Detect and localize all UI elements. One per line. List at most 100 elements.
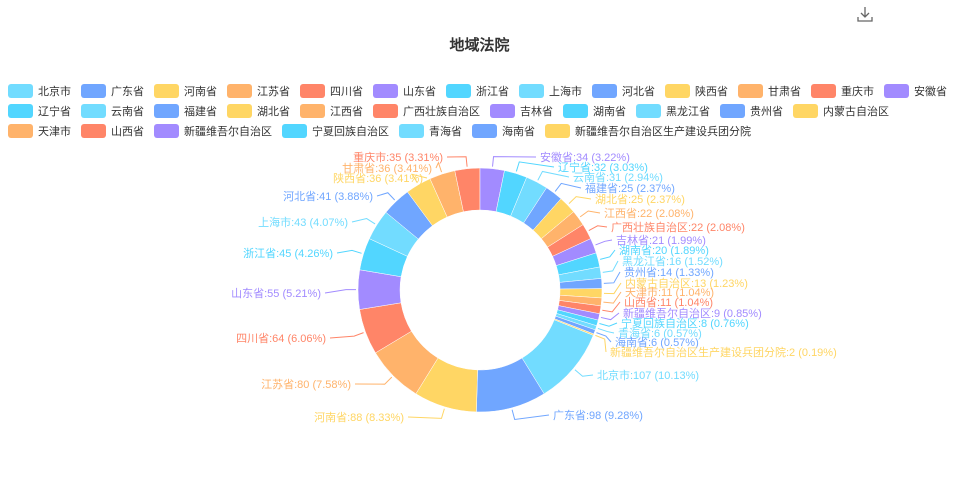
legend-item[interactable]: 新疆维吾尔自治区 <box>154 124 272 138</box>
legend-item[interactable]: 黑龙江省 <box>636 104 710 118</box>
legend-swatch <box>81 104 106 118</box>
legend: 北京市广东省河南省 江苏省 四川省 山东省浙江省 上海市 河北省 陕西省甘肃省重庆市 安徽省辽… <box>8 84 953 138</box>
label-line <box>600 249 616 260</box>
legend-item[interactable]: 新疆维吾尔自治区生产建设兵团分院 <box>545 124 751 138</box>
data-label: 宁夏回族自治区:8 (0.76%) <box>621 316 749 330</box>
legend-item[interactable]: 内蒙古自治区 <box>793 104 889 118</box>
legend-swatch <box>227 104 252 118</box>
legend-label: 青海省 <box>429 126 462 138</box>
data-label: 河南省:88 (8.33%) <box>314 411 404 424</box>
legend-item[interactable]: 辽宁省 <box>8 104 71 118</box>
legend-label: 云南省 <box>111 106 144 118</box>
label-line <box>515 161 555 172</box>
label-line <box>603 271 621 284</box>
label-line <box>600 312 620 321</box>
donut-slice[interactable] <box>553 318 595 336</box>
data-label: 青海省:6 (0.57%) <box>618 326 702 340</box>
legend-swatch <box>282 124 307 138</box>
label-line <box>602 260 619 273</box>
label-line <box>595 334 607 353</box>
legend-item[interactable]: 江西省 <box>300 104 363 118</box>
label-line <box>329 332 364 339</box>
legend-item[interactable]: 北京市 <box>8 84 71 98</box>
legend-item[interactable]: 云南省 <box>81 104 144 118</box>
legend-label: 山东省 <box>403 86 436 98</box>
legend-item[interactable]: 广西壮族自治区 <box>373 104 480 118</box>
data-label: 甘肃省:36 (3.41%) <box>342 162 432 175</box>
data-label: 内蒙古自治区:13 (1.23%) <box>625 276 748 290</box>
legend-item[interactable]: 重庆市 <box>811 84 874 98</box>
legend-item[interactable]: 福建省 <box>154 104 217 118</box>
legend-swatch <box>399 124 424 138</box>
label-line <box>336 249 362 254</box>
legend-item[interactable]: 河南省 <box>154 84 217 98</box>
legend-item[interactable]: 上海市 <box>519 84 582 98</box>
legend-label: 新疆维吾尔自治区生产建设兵团分院 <box>575 126 751 138</box>
label-line <box>354 376 393 385</box>
legend-swatch <box>636 104 661 118</box>
legend-swatch <box>8 104 33 118</box>
legend-label: 安徽省 <box>914 86 947 98</box>
label-line <box>602 301 621 313</box>
legend-item[interactable]: 天津市 <box>8 124 71 138</box>
data-label: 河北省:41 (3.88%) <box>283 190 373 203</box>
legend-swatch <box>154 104 179 118</box>
legend-label: 宁夏回族自治区 <box>312 126 389 138</box>
legend-label: 山西省 <box>111 126 144 138</box>
legend-item[interactable]: 吉林省 <box>490 104 553 118</box>
legend-label: 天津市 <box>38 126 71 138</box>
legend-label: 广西壮族自治区 <box>403 106 480 118</box>
data-label: 云南省:31 (2.94%) <box>573 171 663 184</box>
legend-swatch <box>592 84 617 98</box>
legend-label: 内蒙古自治区 <box>823 106 889 118</box>
chart-title: 地域法院 <box>449 37 510 54</box>
legend-swatch <box>154 124 179 138</box>
data-label: 北京市:107 (10.13%) <box>597 368 699 382</box>
legend-item[interactable]: 山西省 <box>81 124 144 138</box>
data-label: 吉林省:21 (1.99%) <box>616 233 706 247</box>
data-label: 江西省:22 (2.08%) <box>604 207 694 220</box>
label-line <box>446 156 468 167</box>
data-label: 陕西省:36 (3.41%) <box>333 171 423 185</box>
legend-item[interactable]: 湖南省 <box>563 104 626 118</box>
legend-label: 上海市 <box>549 86 582 98</box>
legend-swatch <box>81 84 106 98</box>
legend-item[interactable]: 广东省 <box>81 84 144 98</box>
legend-label: 陕西省 <box>695 86 728 98</box>
label-line <box>537 170 570 181</box>
label-line <box>596 332 612 343</box>
legend-label: 湖南省 <box>593 106 626 118</box>
legend-label: 河北省 <box>622 86 655 98</box>
legend-label: 黑龙江省 <box>666 106 710 118</box>
label-line <box>595 239 613 246</box>
legend-item[interactable]: 四川省 <box>300 84 363 98</box>
legend-item[interactable]: 宁夏回族自治区 <box>282 124 389 138</box>
data-label: 海南省:6 (0.57%) <box>615 335 699 349</box>
legend-swatch <box>545 124 570 138</box>
data-label: 新疆维吾尔自治区:9 (0.85%) <box>623 306 762 320</box>
legend-label: 江苏省 <box>257 86 290 98</box>
legend-item[interactable]: 甘肃省 <box>738 84 801 98</box>
label-line <box>511 409 550 420</box>
legend-label: 新疆维吾尔自治区 <box>184 126 272 138</box>
legend-item[interactable]: 海南省 <box>472 124 535 138</box>
legend-swatch <box>738 84 763 98</box>
legend-item[interactable]: 江苏省 <box>227 84 290 98</box>
legend-item[interactable]: 湖北省 <box>227 104 290 118</box>
legend-label: 四川省 <box>330 86 363 98</box>
legend-item[interactable]: 贵州省 <box>720 104 783 118</box>
label-line <box>376 192 396 201</box>
download-icon[interactable] <box>856 5 874 23</box>
legend-item[interactable]: 青海省 <box>399 124 462 138</box>
legend-item[interactable]: 陕西省 <box>665 84 728 98</box>
legend-item[interactable]: 河北省 <box>592 84 655 98</box>
legend-label: 湖北省 <box>257 106 290 118</box>
legend-item[interactable]: 山东省 <box>373 84 436 98</box>
legend-swatch <box>811 84 836 98</box>
legend-item[interactable]: 安徽省 <box>884 84 947 98</box>
data-label: 黑龙江省:16 (1.52%) <box>622 255 723 268</box>
legend-swatch <box>490 104 515 118</box>
legend-label: 福建省 <box>184 106 217 118</box>
legend-item[interactable]: 浙江省 <box>446 84 509 98</box>
